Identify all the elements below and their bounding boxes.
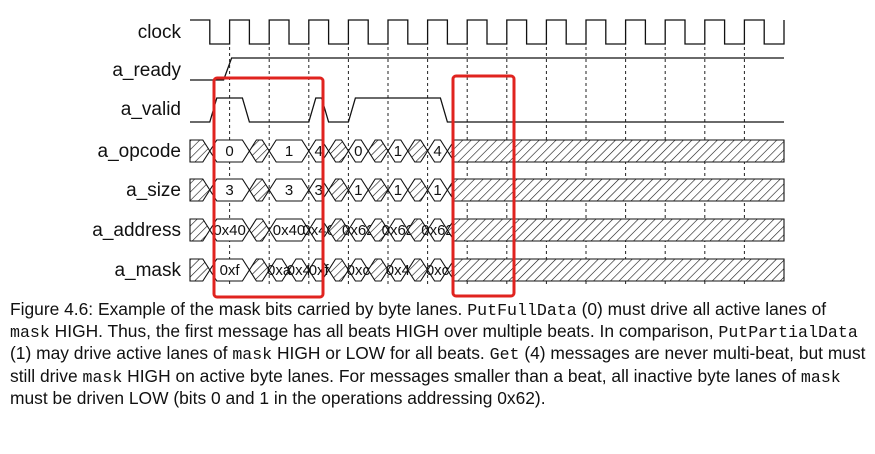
signal-label: a_size <box>126 180 181 201</box>
caption-text: (1) may drive active lanes of <box>10 343 233 364</box>
bus-invalid-region <box>327 258 350 282</box>
bus-invalid-region <box>367 139 389 163</box>
bus-value-label: 1 <box>394 143 402 160</box>
code-get: Get <box>489 345 520 365</box>
bus-value-label: 4 <box>315 143 323 160</box>
bus-invalid-region <box>407 258 429 282</box>
bus-value-label: 0xc <box>426 262 450 279</box>
bus-value-label: 1 <box>394 182 402 199</box>
bus-value-label: 3 <box>315 182 323 199</box>
bus-value-label: 0x40 <box>273 222 306 239</box>
caption-text: Example of the mask bits carried by byte… <box>93 299 468 319</box>
bus-value-label: 0x62 <box>342 222 375 239</box>
bus-invalid-region <box>248 178 270 202</box>
bus-invalid-region <box>327 178 350 202</box>
code-mask: mask <box>232 345 273 365</box>
bus-value-label: 3 <box>285 182 293 199</box>
bus-invalid-region <box>248 139 270 163</box>
caption-text: HIGH on active byte lanes. For messages … <box>122 365 801 386</box>
bus-value-label: 3 <box>225 182 233 199</box>
signal-label: a_opcode <box>98 141 181 162</box>
bus-value-label: 0 <box>354 143 362 160</box>
bus-invalid-region <box>327 139 350 163</box>
caption-text: (0) must drive all active lanes of <box>576 299 827 319</box>
bus-value-label: 0x62 <box>421 222 454 239</box>
bus-value-label: 1 <box>354 182 362 199</box>
caption-text: must be driven LOW (bits 0 and 1 in the … <box>10 387 546 408</box>
valid-waveform <box>190 97 784 123</box>
bus-invalid-region <box>367 178 389 202</box>
bus-invalid-region <box>446 218 785 242</box>
bus-value-label: 0xf <box>220 262 241 279</box>
bus-value-label: 0x4 <box>386 262 410 279</box>
highlight-box-putfulldata <box>212 76 325 299</box>
signal-label: a_address <box>92 220 181 241</box>
bus-invalid-region <box>189 218 211 242</box>
ready-waveform <box>190 57 784 81</box>
bus-invalid-region <box>248 218 270 242</box>
signal-label: clock <box>138 22 182 43</box>
timing-diagram: clock a_ready a_valid a_opcode a_size a_addre… <box>92 19 785 299</box>
code-mask: mask <box>10 323 50 343</box>
bus-value-label: 0 <box>225 143 233 160</box>
bus-value-label: 0xc <box>347 262 371 279</box>
bus-invalid-region <box>446 258 785 282</box>
bus-value-label: 0x4 <box>287 262 311 279</box>
caption-text: HIGH. Thus, the first message has all be… <box>49 321 719 342</box>
clock-waveform <box>190 19 785 45</box>
bus-value-label: 0xf <box>309 262 330 279</box>
signal-label: a_ready <box>112 60 181 81</box>
code-putpartialdata: PutPartialData <box>718 323 858 343</box>
code-mask: mask <box>82 367 123 387</box>
bus-value-label: 0x40 <box>302 222 335 239</box>
bus-value-label: 1 <box>433 182 441 199</box>
bus-value-label: 0x62 <box>382 222 415 239</box>
bus-invalid-region <box>446 178 785 202</box>
signal-labels: clock a_ready a_valid a_opcode a_size a_addre… <box>92 22 181 281</box>
signal-label: a_valid <box>121 99 181 120</box>
code-putfulldata: PutFullData <box>467 301 577 320</box>
caption-text: HIGH or LOW for all beats. <box>272 343 490 364</box>
bus-invalid-region <box>407 139 429 163</box>
bus-invalid-region <box>189 178 211 202</box>
highlight-box-get <box>451 74 516 298</box>
bus-value-label: 0x40 <box>213 222 246 239</box>
bus-invalid-region <box>407 178 429 202</box>
highlight-boxes <box>212 74 516 299</box>
figure-caption: Figure 4.6: Example of the mask bits car… <box>10 299 868 409</box>
bus-value-label: 0xa <box>267 262 292 279</box>
code-mask: mask <box>800 367 841 387</box>
bus-value-label: 4 <box>433 143 441 160</box>
bus-value-label: 1 <box>285 143 293 160</box>
cycle-gridlines <box>229 47 745 286</box>
bus-invalid-region <box>189 258 211 282</box>
bus-invalid-region <box>446 139 785 163</box>
figure-number: Figure 4.6: <box>10 299 94 319</box>
signal-label: a_mask <box>114 260 181 281</box>
bus-invalid-region <box>189 139 211 163</box>
caption-text: (4) messages are never multi-beat, but m… <box>10 343 866 386</box>
